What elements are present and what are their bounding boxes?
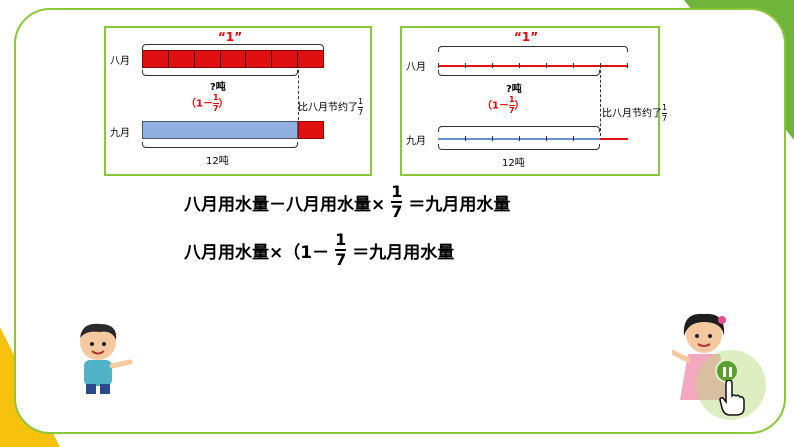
tick-mark: [600, 63, 601, 68]
divider-dashed-line: [600, 70, 601, 136]
whole-brace: [142, 44, 324, 50]
factor-open: （1－: [482, 100, 509, 112]
saved-part-line: [600, 138, 628, 140]
unknown-label: ?吨: [506, 84, 522, 95]
tick-mark: [573, 63, 574, 68]
saved-part-bar: [298, 121, 324, 139]
saved-text: 比八月节约了: [602, 108, 662, 120]
tick-mark: [573, 136, 574, 141]
tick-mark: [627, 63, 628, 68]
tick-mark: [465, 63, 466, 68]
whole-label: “1”: [218, 30, 243, 44]
fraction-numerator: 1: [391, 182, 403, 201]
total-brace: [438, 144, 600, 150]
tick-mark: [546, 63, 547, 68]
unknown-label: ?吨: [210, 82, 226, 93]
tick-mark: [465, 136, 466, 141]
play-button[interactable]: [696, 350, 766, 420]
bar-segment: [169, 51, 195, 67]
fraction-bar: [358, 107, 364, 108]
total-label: 12吨: [502, 158, 525, 169]
factor-close: ）: [514, 100, 525, 112]
fraction-numerator: 1: [508, 95, 515, 104]
equation-left: 八月用水量×（1－: [184, 242, 330, 263]
total-brace: [142, 142, 298, 148]
fraction-bar: [391, 201, 403, 203]
fraction-denominator: 7: [662, 114, 668, 123]
tick-mark: [546, 136, 547, 141]
fraction-denominator: 7: [358, 108, 364, 117]
total-label: 12吨: [206, 156, 229, 167]
boy-character-icon: [80, 323, 133, 394]
bar-segment: [195, 51, 221, 67]
fraction-denominator: 7: [212, 104, 219, 113]
bar-segment: [221, 51, 247, 67]
tick-mark: [519, 136, 520, 141]
fraction-numerator: 1: [212, 93, 219, 102]
tick-mark: [438, 63, 439, 68]
equation-left: 八月用水量－八月用水量×: [184, 194, 386, 215]
fraction-numerator: 1: [358, 97, 364, 106]
pause-icon: [715, 359, 739, 383]
bar-segment: [298, 51, 323, 67]
fraction-bar: [508, 105, 515, 106]
august-bar: [142, 50, 324, 68]
fraction-numerator: 1: [335, 230, 347, 249]
equation-right: ＝九月用水量: [352, 242, 455, 263]
fraction-numerator: 1: [662, 103, 668, 112]
part-brace: [438, 70, 600, 76]
part-brace: [142, 70, 298, 76]
august-label: 八月: [110, 56, 130, 67]
fraction-bar: [335, 249, 347, 251]
pointer-hand-icon: [719, 380, 745, 416]
tick-mark: [492, 63, 493, 68]
fraction-denominator: 7: [508, 106, 515, 115]
fraction-denominator: 7: [391, 202, 403, 221]
september-label: 九月: [406, 136, 426, 147]
fraction-bar: [212, 103, 219, 104]
tick-mark: [492, 136, 493, 141]
bar-segment: [272, 51, 299, 67]
factor-close: ）: [218, 98, 229, 110]
equation-right: ＝九月用水量: [408, 194, 511, 215]
fraction-denominator: 7: [335, 250, 347, 269]
whole-label: “1”: [514, 30, 539, 44]
august-label: 八月: [406, 62, 426, 73]
tick-mark: [519, 63, 520, 68]
september-bar: [142, 121, 298, 139]
factor-open: （1－: [186, 98, 213, 110]
bar-segment: [143, 51, 169, 67]
bar-segment: [246, 51, 273, 67]
september-label: 九月: [110, 128, 130, 139]
saved-text: 比八月节约了: [298, 102, 358, 114]
august-line: [438, 65, 628, 67]
whole-brace: [438, 46, 628, 52]
divider-dashed-line: [298, 70, 299, 120]
september-brace: [438, 126, 600, 132]
fraction-bar: [662, 113, 668, 114]
